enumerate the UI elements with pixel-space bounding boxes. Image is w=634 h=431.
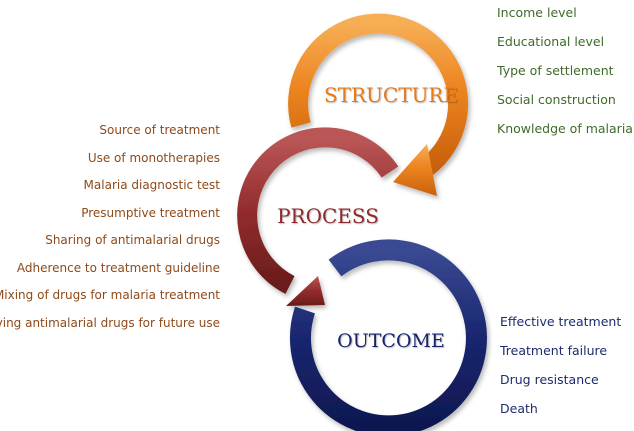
list-item: Presumptive treatment [81, 205, 220, 220]
list-item: Adherence to treatment guideline [16, 260, 220, 275]
outcome-cycle-ring [289, 239, 487, 431]
list-item: Social construction [497, 92, 616, 107]
list-item: Income level [497, 5, 577, 20]
stage-label-structure: STRUCTURE [324, 83, 458, 107]
process-cycle-arrow [237, 127, 399, 306]
outcome-factor-list: Effective treatment Treatment failure Dr… [500, 314, 634, 430]
list-item: Drug resistance [500, 372, 599, 387]
list-item: Source of treatment [99, 123, 220, 137]
structure-factor-list: Income level Educational level Type of s… [497, 5, 634, 150]
list-item: Sharing of antimalarial drugs [45, 233, 220, 247]
list-item: Educational level [497, 34, 605, 49]
stage-label-process: PROCESS [277, 204, 379, 228]
list-item: Treatment failure [500, 343, 608, 358]
list-item: Mixing of drugs for malaria treatment [0, 288, 220, 302]
stage-label-outcome: OUTCOME [337, 330, 445, 352]
list-item: Death [500, 401, 538, 416]
list-item: Knowledge of malaria [497, 121, 633, 136]
list-item: Malaria diagnostic test [83, 178, 220, 192]
process-factor-list: Source of treatment Use of monotherapies… [0, 123, 220, 343]
list-item: Effective treatment [500, 314, 622, 329]
list-item: Saving antimalarial drugs for future use [0, 315, 220, 330]
list-item: Type of settlement [497, 63, 614, 78]
structure-cycle-arrow [288, 13, 469, 196]
list-item: Use of monotherapies [87, 150, 220, 165]
